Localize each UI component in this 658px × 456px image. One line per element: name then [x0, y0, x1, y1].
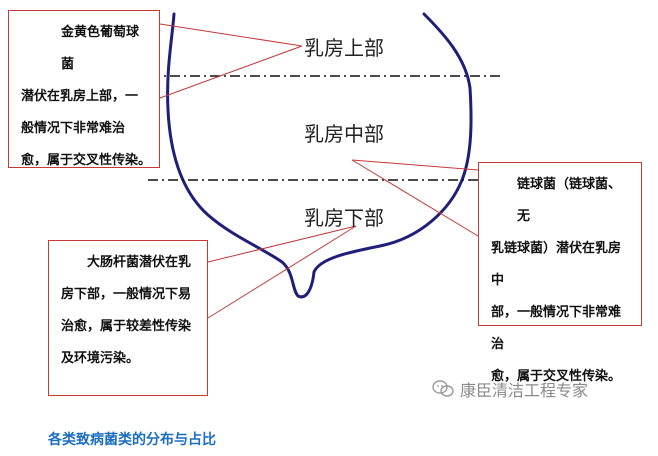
zone-label-lower: 乳房下部	[304, 206, 384, 230]
callout-line-staph-1	[159, 23, 303, 47]
callout-line-strep-1	[351, 159, 479, 171]
wechat-icon	[432, 380, 454, 397]
strep-line-1: 链球菌（链球菌、无	[517, 177, 622, 224]
staph-line-2: 潜伏在乳房上部，一	[21, 89, 139, 104]
strep-line-2: 乳链球菌）潜伏在乳房中	[491, 241, 622, 288]
staph-line-3: 般情况下非常难治	[21, 121, 126, 136]
strep-line-3: 部，一般情况下非常难治	[491, 305, 622, 352]
staph-line-1: 金黄色葡萄球菌	[61, 25, 140, 72]
staph-line-4: 愈，属于交叉性传染。	[21, 153, 152, 168]
ecoli-line-2: 房下部，一般情况下易	[61, 287, 192, 302]
zone-label-upper: 乳房上部	[304, 36, 384, 60]
ecoli-line-1: 大肠杆菌潜伏在乳	[87, 255, 192, 270]
callout-line-staph-2	[159, 45, 303, 99]
callout-box-strep: 链球菌（链球菌、无 乳链球菌）潜伏在乳房中 部，一般情况下非常难治 愈，属于交叉…	[478, 162, 642, 384]
ecoli-line-3: 治愈，属于较差性传染	[61, 319, 192, 334]
breast-outline	[166, 12, 473, 299]
callout-box-staph: 金黄色葡萄球菌 潜伏在乳房上部，一 般情况下非常难治 愈，属于交叉性传染。	[8, 10, 160, 168]
ecoli-line-4: 及环境污染。	[61, 351, 140, 366]
callout-box-ecoli: 大肠杆菌潜伏在乳 房下部，一般情况下易 治愈，属于较差性传染 及环境污染。	[48, 240, 208, 396]
callout-line-ecoli-2	[207, 225, 357, 319]
zone-label-middle: 乳房中部	[304, 122, 384, 146]
watermark: 康臣清洁工程专家	[432, 377, 588, 401]
figure-caption: 各类致病菌类的分布与占比	[48, 432, 216, 448]
strep-line-4: 愈，属于交叉性传染。	[491, 369, 622, 384]
watermark-text: 康臣清洁工程专家	[460, 381, 589, 400]
callout-line-strep-2	[351, 159, 479, 237]
callout-line-ecoli-1	[207, 225, 357, 263]
